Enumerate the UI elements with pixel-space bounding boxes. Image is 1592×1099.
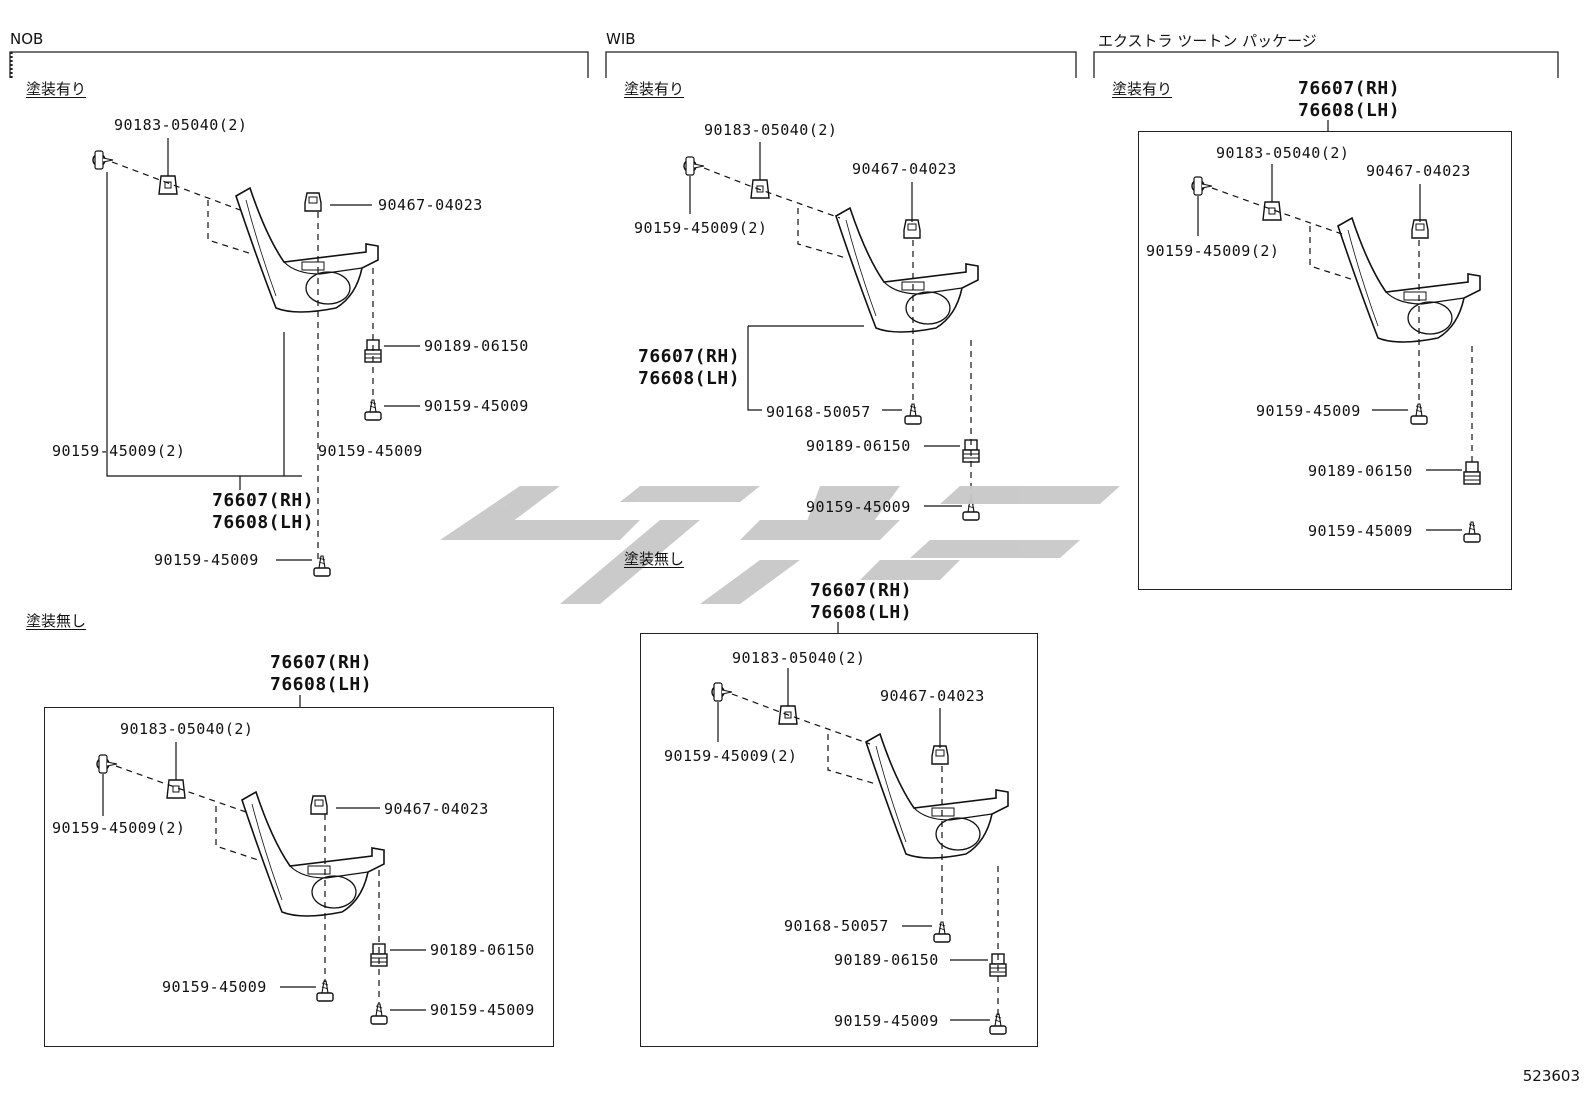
screw-icon <box>683 156 705 176</box>
part-number-retainer: 90189-06150 <box>424 337 529 355</box>
screw-icon <box>92 150 114 170</box>
clip-icon <box>304 192 322 212</box>
part-number-screw: 90159-45009 <box>162 978 267 996</box>
part-number-clip: 90467-04023 <box>384 800 489 818</box>
part-number-screw-x2: 90159-45009(2) <box>52 819 186 837</box>
part-number-screw: 90159-45009 <box>424 397 529 415</box>
assembly-lh: 76608(LH) <box>1298 100 1401 121</box>
assembly-lh: 76608(LH) <box>270 674 373 695</box>
nob-unpainted-label: 塗装無し <box>26 612 87 630</box>
watermark-logo <box>440 486 1120 604</box>
assembly-lh: 76608(LH) <box>638 368 741 389</box>
assembly-rh: 76607(RH) <box>212 490 315 511</box>
wib-painted-group <box>683 142 980 521</box>
section-brackets <box>9 51 1559 78</box>
screw-icon <box>904 403 922 425</box>
assembly-lh: 76608(LH) <box>810 602 913 623</box>
part-number-screw: 90159-45009 <box>430 1001 535 1019</box>
part-number-nut: 90183-05040(2) <box>732 649 866 667</box>
assembly-number-extra-painted: 76607(RH) 76608(LH) <box>1298 78 1400 122</box>
part-number-retainer: 90189-06150 <box>430 941 535 959</box>
assembly-number-nob-painted: 76607(RH) 76608(LH) <box>212 490 314 534</box>
part-number-retainer: 90189-06150 <box>806 437 911 455</box>
wib-unpainted-label: 塗装無し <box>624 550 685 568</box>
part-number-nut: 90183-05040(2) <box>120 720 254 738</box>
assembly-number-wib-unpainted: 76607(RH) 76608(LH) <box>810 580 912 624</box>
wib-unpainted-frame <box>640 633 1038 1047</box>
nob-painted-group <box>92 138 420 577</box>
section-title-extra: エクストラ ツートン パッケージ <box>1098 32 1317 50</box>
screw-icon <box>313 555 331 577</box>
part-number-screw-x2: 90159-45009(2) <box>634 219 768 237</box>
reference-number: 523603 <box>1522 1067 1580 1085</box>
section-title-wib: WIB <box>606 30 636 48</box>
part-number-clip: 90467-04023 <box>378 196 483 214</box>
extra-painted-group <box>1191 120 1481 543</box>
part-number-clip: 90467-04023 <box>852 160 957 178</box>
part-number-nut: 90183-05040(2) <box>1216 144 1350 162</box>
clip-icon <box>903 219 921 239</box>
part-number-bolt: 90168-50057 <box>766 403 871 421</box>
section-title-nob: NOB <box>10 30 44 48</box>
assembly-rh: 76607(RH) <box>638 346 741 367</box>
assembly-lh: 76608(LH) <box>212 512 315 533</box>
part-number-clip: 90467-04023 <box>1366 162 1471 180</box>
part-number-screw: 90159-45009 <box>806 498 911 516</box>
part-number-screw: 90159-45009 <box>318 442 423 460</box>
wib-painted-label: 塗装有り <box>624 80 685 98</box>
part-number-bolt: 90168-50057 <box>784 917 889 935</box>
assembly-rh: 76607(RH) <box>270 652 373 673</box>
part-number-screw: 90159-45009 <box>1256 402 1361 420</box>
assembly-number-wib-painted: 76607(RH) 76608(LH) <box>638 346 740 390</box>
wib-unpainted-group <box>711 622 1009 1035</box>
nob-unpainted-frame <box>44 707 554 1047</box>
part-number-screw: 90159-45009 <box>154 551 259 569</box>
part-number-retainer: 90189-06150 <box>834 951 939 969</box>
part-number-screw: 90159-45009 <box>1308 522 1413 540</box>
assembly-number-nob-unpainted: 76607(RH) 76608(LH) <box>270 652 372 696</box>
part-number-clip: 90467-04023 <box>880 687 985 705</box>
assembly-rh: 76607(RH) <box>810 580 913 601</box>
part-number-nut: 90183-05040(2) <box>704 121 838 139</box>
part-number-nut: 90183-05040(2) <box>114 116 248 134</box>
part-number-screw: 90159-45009 <box>834 1012 939 1030</box>
nob-unpainted-group <box>96 695 426 1025</box>
assembly-rh: 76607(RH) <box>1298 78 1401 99</box>
nob-painted-label: 塗装有り <box>26 80 87 98</box>
part-number-screw-x2: 90159-45009(2) <box>664 747 798 765</box>
part-number-retainer: 90189-06150 <box>1308 462 1413 480</box>
screw-icon <box>364 399 382 421</box>
part-number-screw-x2: 90159-45009(2) <box>52 442 186 460</box>
part-number-screw-x2: 90159-45009(2) <box>1146 242 1280 260</box>
extra-painted-label: 塗装有り <box>1112 80 1173 98</box>
extra-painted-frame <box>1138 131 1512 590</box>
